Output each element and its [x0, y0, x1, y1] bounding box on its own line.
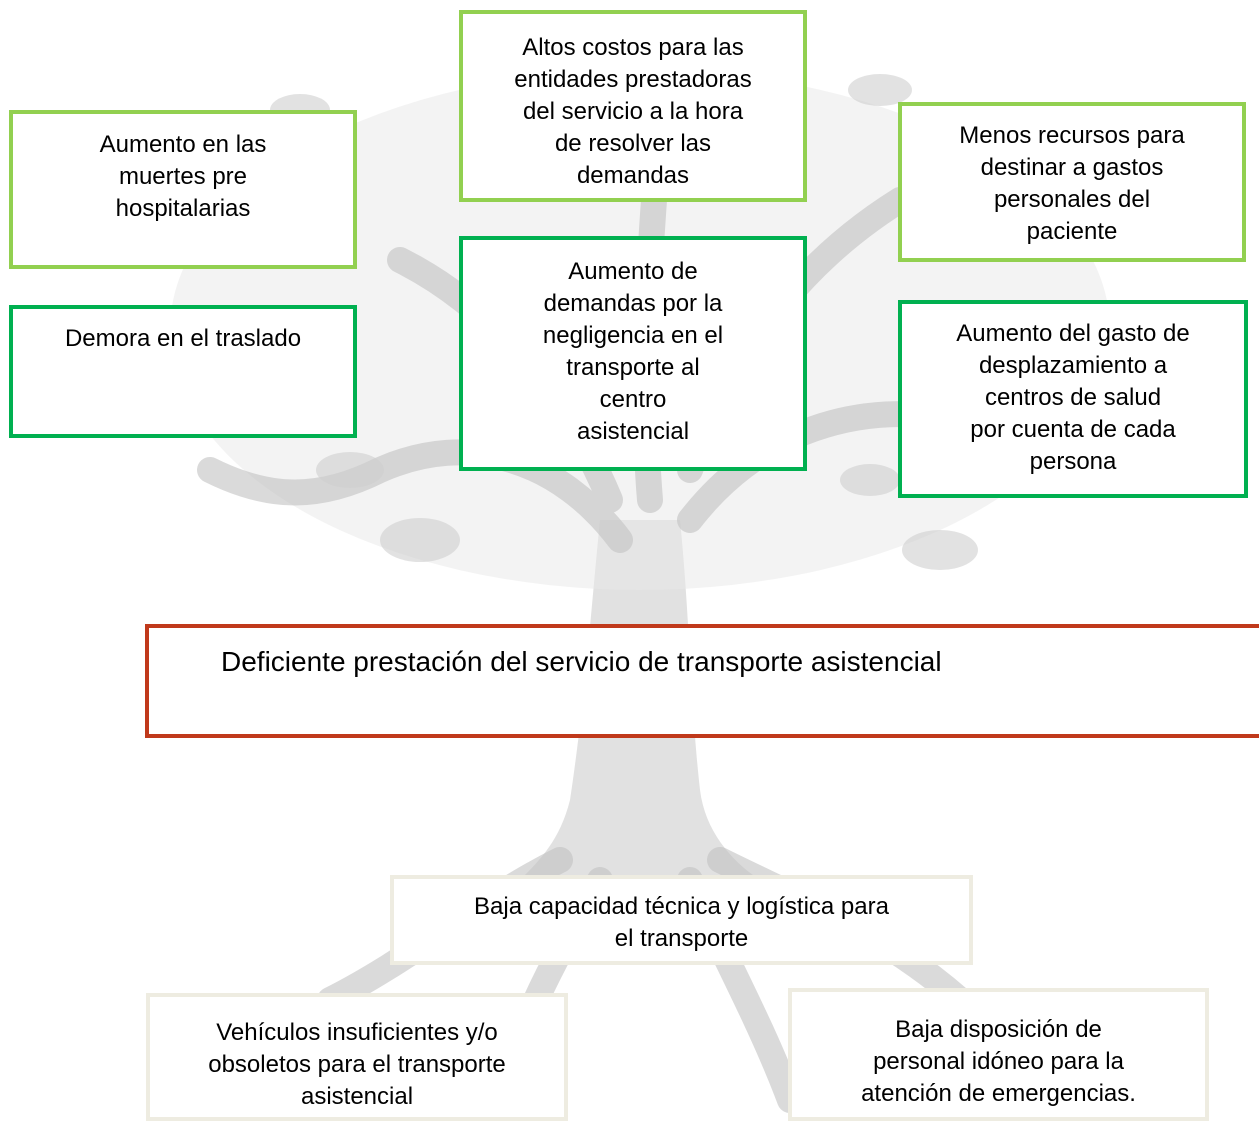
- effect-top-center-text: Altos costos para las entidades prestado…: [514, 34, 752, 189]
- cause-left-text: Vehículos insuficientes y/o obsoletos pa…: [208, 1019, 506, 1110]
- central-problem: Deficiente prestación del servicio de tr…: [145, 624, 1259, 738]
- effect-mid-right-text: Aumento del gasto de desplazamiento a ce…: [956, 320, 1190, 475]
- cause-center-text: Baja capacidad técnica y logística para …: [474, 893, 889, 952]
- branch-left: [197, 439, 633, 553]
- effect-top-center: Altos costos para las entidades prestado…: [459, 10, 807, 202]
- effect-top-right: Menos recursos para destinar a gastos pe…: [898, 102, 1246, 262]
- effect-mid-center-text: Aumento de demandas por la negligencia e…: [542, 258, 724, 445]
- cause-left: Vehículos insuficientes y/o obsoletos pa…: [146, 993, 568, 1121]
- effect-top-left: Aumento en las muertes pre hospitalarias: [9, 110, 357, 269]
- cause-center: Baja capacidad técnica y logística para …: [390, 875, 973, 965]
- effect-top-left-text: Aumento en las muertes pre hospitalarias: [99, 131, 267, 222]
- effect-mid-right: Aumento del gasto de desplazamiento a ce…: [898, 300, 1248, 498]
- cause-right: Baja disposición de personal idóneo para…: [788, 988, 1209, 1121]
- cause-right-text: Baja disposición de personal idóneo para…: [861, 1016, 1136, 1107]
- effect-top-right-text: Menos recursos para destinar a gastos pe…: [959, 122, 1185, 245]
- effect-mid-center: Aumento de demandas por la negligencia e…: [459, 236, 807, 471]
- central-problem-text: Deficiente prestación del servicio de tr…: [221, 646, 942, 677]
- effect-mid-left: Demora en el traslado: [9, 305, 357, 438]
- effect-mid-left-text: Demora en el traslado: [64, 325, 302, 352]
